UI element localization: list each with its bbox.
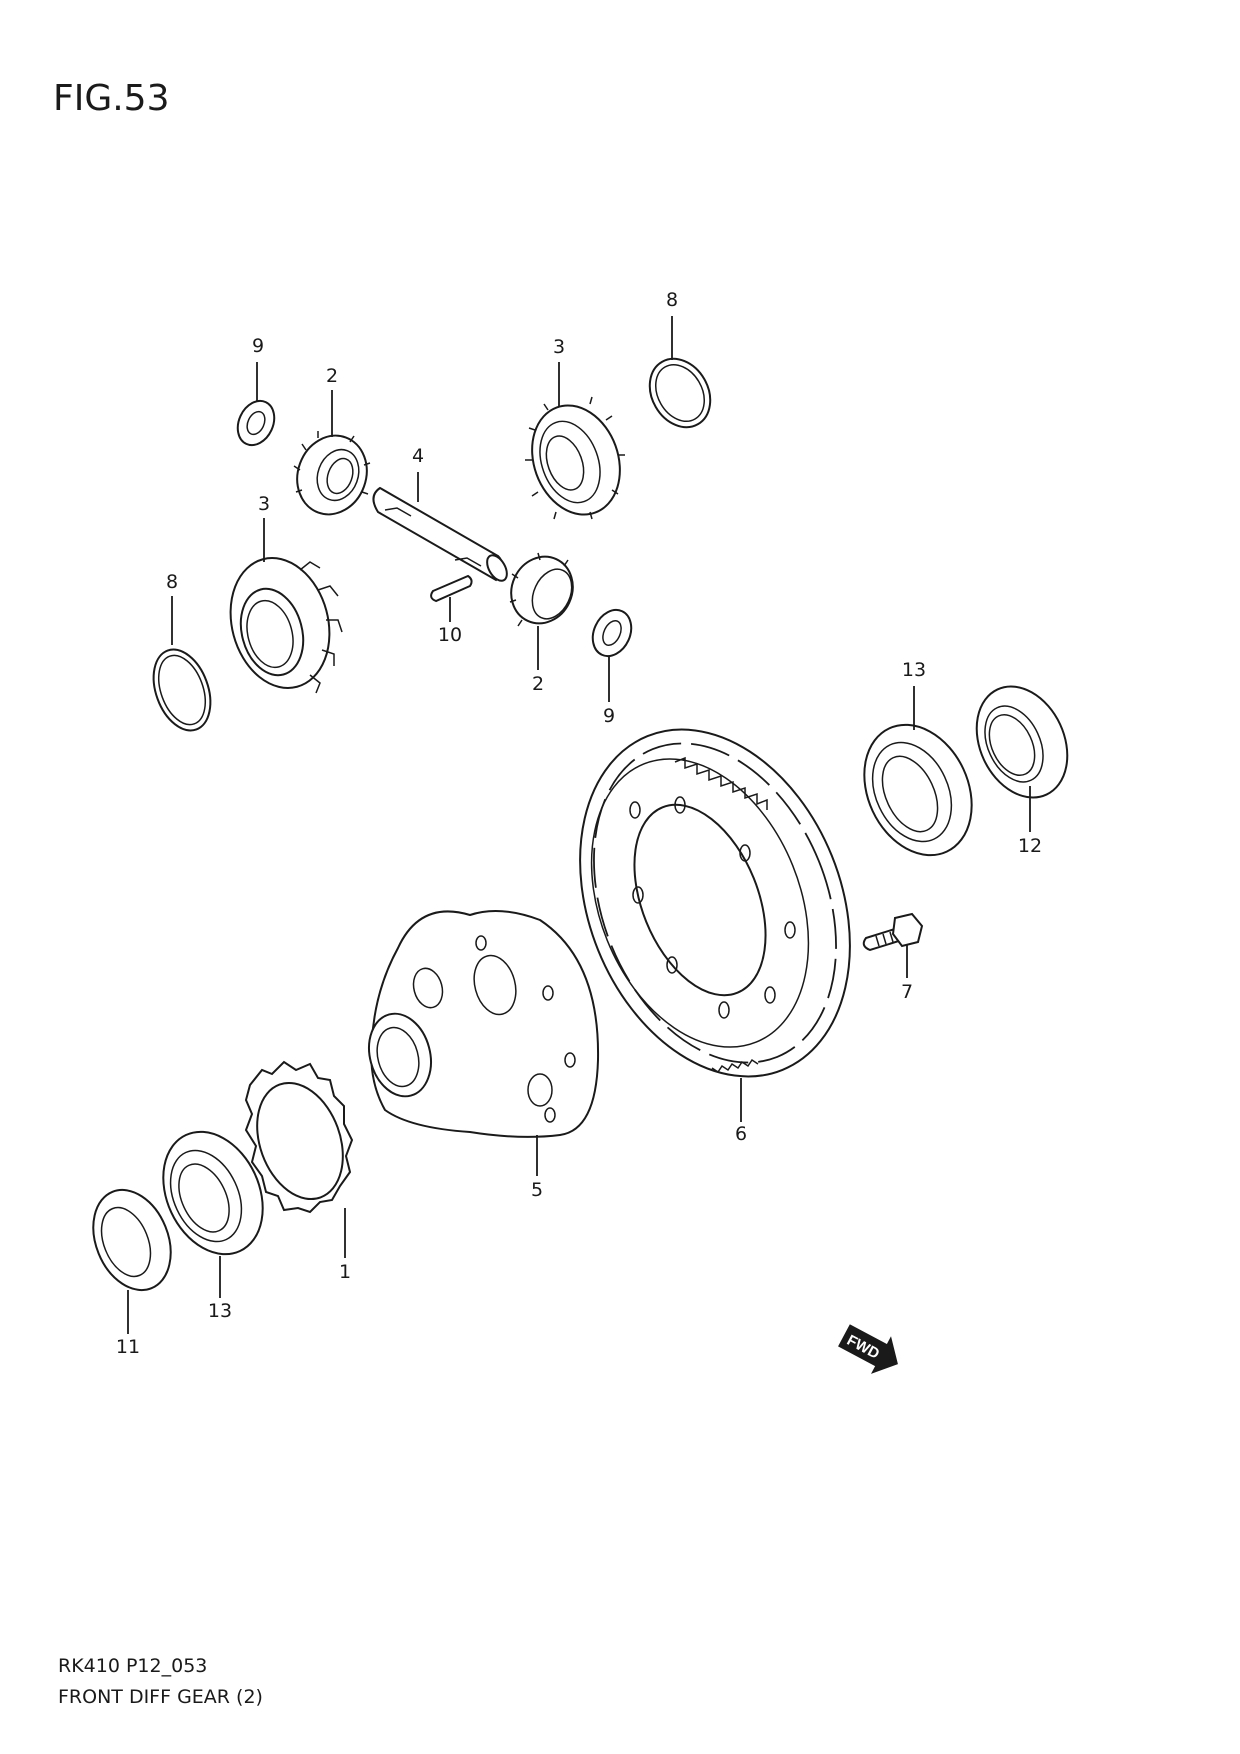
- sensor-rotor: [244, 1060, 354, 1258]
- bearing-upper: [863, 686, 973, 857]
- callout-12: 12: [1018, 835, 1042, 857]
- bearing-lower: [162, 1130, 264, 1298]
- callout-13: 13: [208, 1300, 232, 1322]
- forward-arrow-icon: FWD: [838, 1324, 898, 1374]
- side-gear-left: [229, 518, 343, 694]
- callout-5: 5: [531, 1179, 543, 1201]
- callout-9: 9: [603, 705, 615, 727]
- callout-2: 2: [532, 673, 544, 695]
- callout-7: 7: [901, 981, 913, 1003]
- callout-10: 10: [438, 624, 462, 646]
- side-gear-washer-left: [152, 596, 212, 732]
- oil-seal-lower: [92, 1188, 172, 1334]
- callout-13: 13: [902, 659, 926, 681]
- final-gear: [579, 728, 851, 1122]
- spring-pin: [430, 574, 473, 622]
- callout-9: 9: [252, 335, 264, 357]
- pinion-gear-upper: [293, 390, 371, 516]
- callout-8: 8: [166, 571, 178, 593]
- callout-labels: 9 2 4 3 8 10 3 8 2 9 13 12 7 6 5 1 13 11: [116, 289, 1042, 1358]
- model-code: RK410 P12_053: [58, 1655, 208, 1677]
- pinion-shaft: [372, 472, 508, 582]
- gear-bolt: [862, 912, 924, 978]
- callout-1: 1: [339, 1261, 351, 1283]
- callout-11: 11: [116, 1336, 140, 1358]
- side-gear-right: [525, 362, 625, 520]
- callout-4: 4: [412, 445, 424, 467]
- pinion-washer-upper: [236, 362, 276, 447]
- oil-seal-upper: [975, 685, 1069, 832]
- side-gear-washer-right: [648, 316, 712, 429]
- pinion-gear-lower: [509, 552, 574, 670]
- figure-title: FIG.53: [53, 78, 170, 119]
- callout-6: 6: [735, 1123, 747, 1145]
- pinion-washer-lower: [591, 608, 633, 702]
- callout-8: 8: [666, 289, 678, 311]
- differential-case: [368, 910, 600, 1176]
- figure-name: FRONT DIFF GEAR (2): [58, 1686, 263, 1708]
- callout-2: 2: [326, 365, 338, 387]
- callout-3: 3: [553, 336, 565, 358]
- callout-3: 3: [258, 493, 270, 515]
